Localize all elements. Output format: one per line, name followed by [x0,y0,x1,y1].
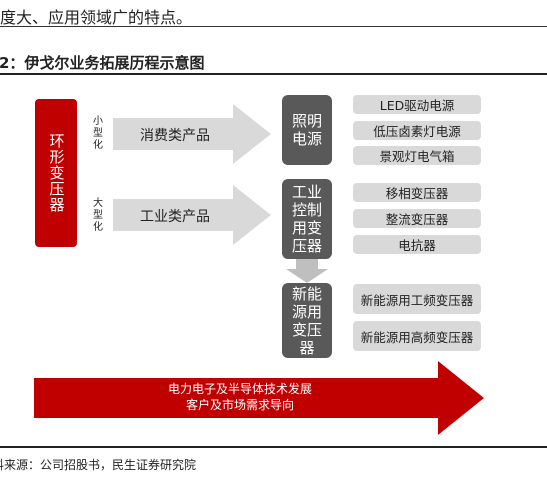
item-reactor: 电抗器 [353,235,481,254]
industrial-arrow [113,185,271,245]
item-power-freq: 新能源用工频变压器 [353,284,481,314]
item-phase-shift: 移相变压器 [353,183,481,202]
lighting-power-label: 照明电源 [291,112,322,148]
consumer-arrow-label: 消费类产品 [140,128,210,144]
industrial-control-transformer-box: 工业控制用变压器 [282,179,332,259]
item-high-freq-label: 新能源用高频变压器 [360,329,474,345]
item-power-freq-label: 新能源用工频变压器 [360,292,474,308]
item-phase-shift-label: 移相变压器 [385,186,449,201]
text-underline [0,26,547,27]
item-reactor-label: 电抗器 [398,238,436,253]
development-arrow [34,361,484,435]
new-energy-transformer-label: 新能源用变压器 [291,284,322,357]
item-landscape-box: 景观灯电气箱 [353,146,481,165]
figure-title-rule [0,73,547,75]
development-arrow-line1: 电力电子及半导体技术发展 [167,382,312,396]
item-rectifier-label: 整流变压器 [385,212,449,227]
item-rectifier: 整流变压器 [353,209,481,228]
source-rule [0,446,547,448]
miniaturization-label: 小型化 [93,116,103,151]
upsizing-label: 大型化 [93,198,103,233]
new-energy-transformer-box: 新能源用变压器 [282,283,332,358]
figure-title: 图2：伊戈尔业务拓展历程示意图 [0,54,205,72]
consumer-arrow [113,104,271,164]
toroidal-transformer-box: 环形变压器 [35,99,77,247]
lighting-power-box: 照明电源 [282,95,332,165]
item-high-freq: 新能源用高频变压器 [353,321,481,351]
item-led-driver-label: LED驱动电源 [379,98,455,113]
item-halogen-power-label: 低压卤素灯电源 [373,124,461,139]
item-led-driver: LED驱动电源 [353,95,481,114]
down-arrow [286,259,328,283]
item-landscape-box-label: 景观灯电气箱 [379,149,455,164]
development-arrow-line2: 客户及市场需求导向 [185,398,294,412]
industrial-arrow-label: 工业类产品 [140,209,210,225]
toroidal-transformer-label: 环形变压器 [47,133,66,213]
item-halogen-power: 低压卤素灯电源 [353,121,481,140]
industrial-control-transformer-label: 工业控制用变压器 [291,183,322,255]
body-text-fragment: 度大、应用领域广的特点。 [0,8,193,27]
source-note: 资料来源：公司招股书，民生证券研究院 [0,458,197,472]
